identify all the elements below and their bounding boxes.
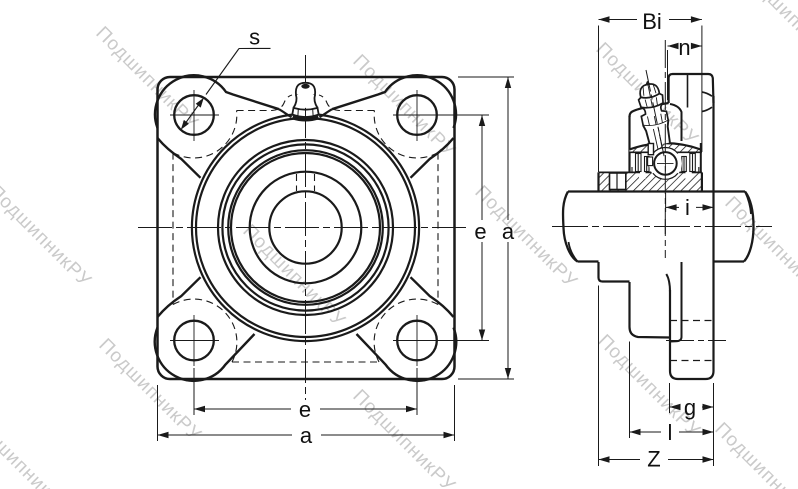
svg-text:g: g: [684, 395, 696, 420]
svg-text:s: s: [249, 25, 260, 50]
svg-text:a: a: [300, 423, 313, 448]
svg-text:n: n: [678, 35, 690, 60]
svg-text:e: e: [299, 397, 311, 422]
svg-text:i: i: [685, 195, 690, 220]
svg-text:l: l: [668, 420, 673, 445]
svg-text:a: a: [502, 219, 515, 244]
svg-text:Z: Z: [647, 447, 660, 472]
svg-text:Bi: Bi: [642, 9, 662, 34]
svg-text:e: e: [474, 219, 486, 244]
